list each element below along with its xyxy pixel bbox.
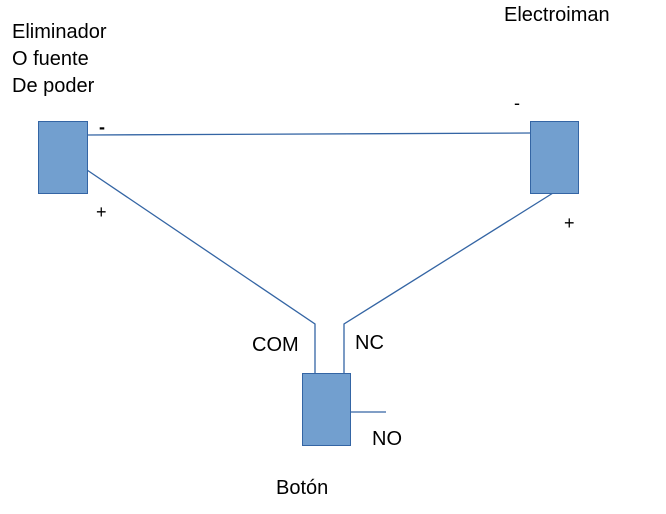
- wire-positive-to-com: [86, 169, 316, 373]
- no-terminal-label: NO: [372, 428, 402, 450]
- power-supply-label-line-3: De poder: [12, 75, 95, 97]
- electromagnet-box: [530, 121, 579, 194]
- power-supply-box: [38, 121, 88, 194]
- power-supply-label-line-1: Eliminador: [12, 21, 107, 43]
- power-supply-minus-sign: -: [99, 117, 105, 137]
- wire-electromagnet-to-nc: [343, 192, 554, 373]
- button-box: [302, 373, 351, 446]
- nc-terminal-label: NC: [355, 332, 384, 354]
- wire-negative: [86, 132, 531, 136]
- button-label: Botón: [276, 477, 329, 499]
- electromagnet-minus-sign: -: [514, 93, 520, 113]
- power-supply-plus-sign: +: [96, 202, 107, 222]
- electromagnet-plus-sign: +: [564, 213, 575, 233]
- com-terminal-label: COM: [252, 334, 299, 356]
- power-supply-label-line-2: O fuente: [12, 48, 89, 70]
- electromagnet-label: Electroiman: [504, 4, 610, 26]
